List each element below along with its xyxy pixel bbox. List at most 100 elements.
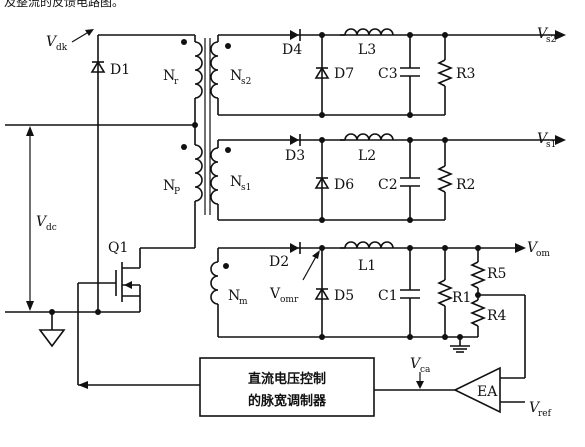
r5-resistor [469, 261, 487, 289]
vomr-arrowhead [312, 250, 320, 259]
ns2-winding [210, 41, 219, 99]
nm-winding [210, 261, 219, 305]
pwm-line2: 的脉宽调制器 [248, 393, 327, 409]
junction [319, 334, 325, 340]
pwm-line1: 直流电压控制 [248, 371, 326, 387]
ns1-dot [225, 147, 231, 153]
d2-label: D2 [269, 254, 289, 270]
junction [319, 217, 325, 223]
np-sub: P [174, 187, 180, 197]
vdc-sub: dc [46, 223, 57, 233]
c3-label: C3 [378, 66, 398, 82]
vca-sub: ca [420, 365, 431, 375]
d6-diode [314, 176, 330, 189]
ns2-dot [225, 43, 231, 49]
r1-label: R1 [452, 290, 471, 306]
vref-sub: ref [538, 409, 552, 419]
junction [442, 137, 448, 143]
vomr-sub: omr [280, 295, 299, 305]
d7-diode [314, 66, 330, 79]
junction [319, 112, 325, 118]
l1-label: L1 [358, 258, 376, 274]
vs1-sub: s1 [546, 140, 556, 150]
gate-arrowhead [78, 381, 88, 389]
vref-label: V [529, 400, 541, 416]
junction [407, 245, 413, 251]
vca-arrowhead [416, 381, 424, 389]
junction [442, 334, 448, 340]
vom-sub: om [536, 249, 550, 259]
d5-diode [314, 287, 330, 300]
ea-label: EA [477, 384, 498, 400]
vca-label: V [410, 356, 422, 372]
ns1-label: N [230, 174, 242, 190]
r2-label: R2 [456, 177, 475, 193]
nm-sub: m [239, 297, 248, 307]
junction [407, 334, 413, 340]
l3-label: L3 [358, 42, 376, 58]
junction [319, 32, 325, 38]
vdk-arrowhead [85, 29, 94, 36]
junction [442, 245, 448, 251]
ns1-sub: s1 [241, 183, 251, 193]
l1-inductor [344, 241, 394, 249]
vdk-label: V [46, 34, 58, 50]
vs2-arrow [555, 30, 566, 40]
d5-label: D5 [334, 288, 354, 304]
junction [407, 217, 413, 223]
d2-diode [290, 243, 299, 253]
nm-label: N [228, 288, 240, 304]
vom-label: V [527, 240, 539, 256]
junction [407, 137, 413, 143]
junction [407, 32, 413, 38]
np-label: N [163, 178, 175, 194]
r4-resistor [469, 299, 487, 327]
vdk-sub: dk [56, 43, 68, 53]
ns1-winding [210, 147, 219, 205]
mosfet-arrow [124, 281, 132, 289]
pwm-block [199, 357, 375, 417]
d3-diode [290, 135, 299, 145]
vdc-label: V [36, 214, 48, 230]
vdc-arrowhead-bottom [26, 301, 34, 311]
q1-label: Q1 [108, 240, 128, 256]
vs1-arrow [555, 135, 566, 145]
junction [95, 309, 101, 315]
nr-label: N [163, 68, 175, 84]
nr-sub: r [174, 77, 179, 87]
vs2-label: V [537, 26, 549, 42]
junction [457, 334, 463, 340]
junction [319, 245, 325, 251]
nr-winding [194, 41, 203, 99]
junction [442, 32, 448, 38]
nr-dot [181, 39, 187, 45]
vomr-label: V [269, 286, 281, 302]
np-winding [194, 144, 203, 202]
d6-label: D6 [334, 177, 354, 193]
junction [475, 245, 481, 251]
np-dot [181, 144, 187, 150]
ns2-sub: s2 [241, 77, 251, 87]
d3-label: D3 [285, 148, 305, 164]
d1-label: D1 [110, 62, 130, 78]
r3-resistor [436, 59, 454, 87]
c1-label: C1 [378, 288, 398, 304]
nm-dot [223, 263, 229, 269]
l3-inductor [344, 28, 394, 36]
ns2-label: N [230, 68, 242, 84]
ground-symbol [38, 329, 66, 348]
r5-label: R5 [487, 266, 506, 282]
l2-label: L2 [358, 148, 376, 164]
d4-label: D4 [282, 42, 302, 58]
r4-label: R4 [487, 308, 507, 324]
l2-inductor [344, 133, 394, 141]
junction [319, 137, 325, 143]
r2-resistor [436, 165, 454, 193]
c2-label: C2 [378, 177, 398, 193]
junction [407, 112, 413, 118]
ea-amplifier [453, 366, 501, 414]
vs1-label: V [537, 131, 549, 147]
r3-label: R3 [456, 66, 475, 82]
